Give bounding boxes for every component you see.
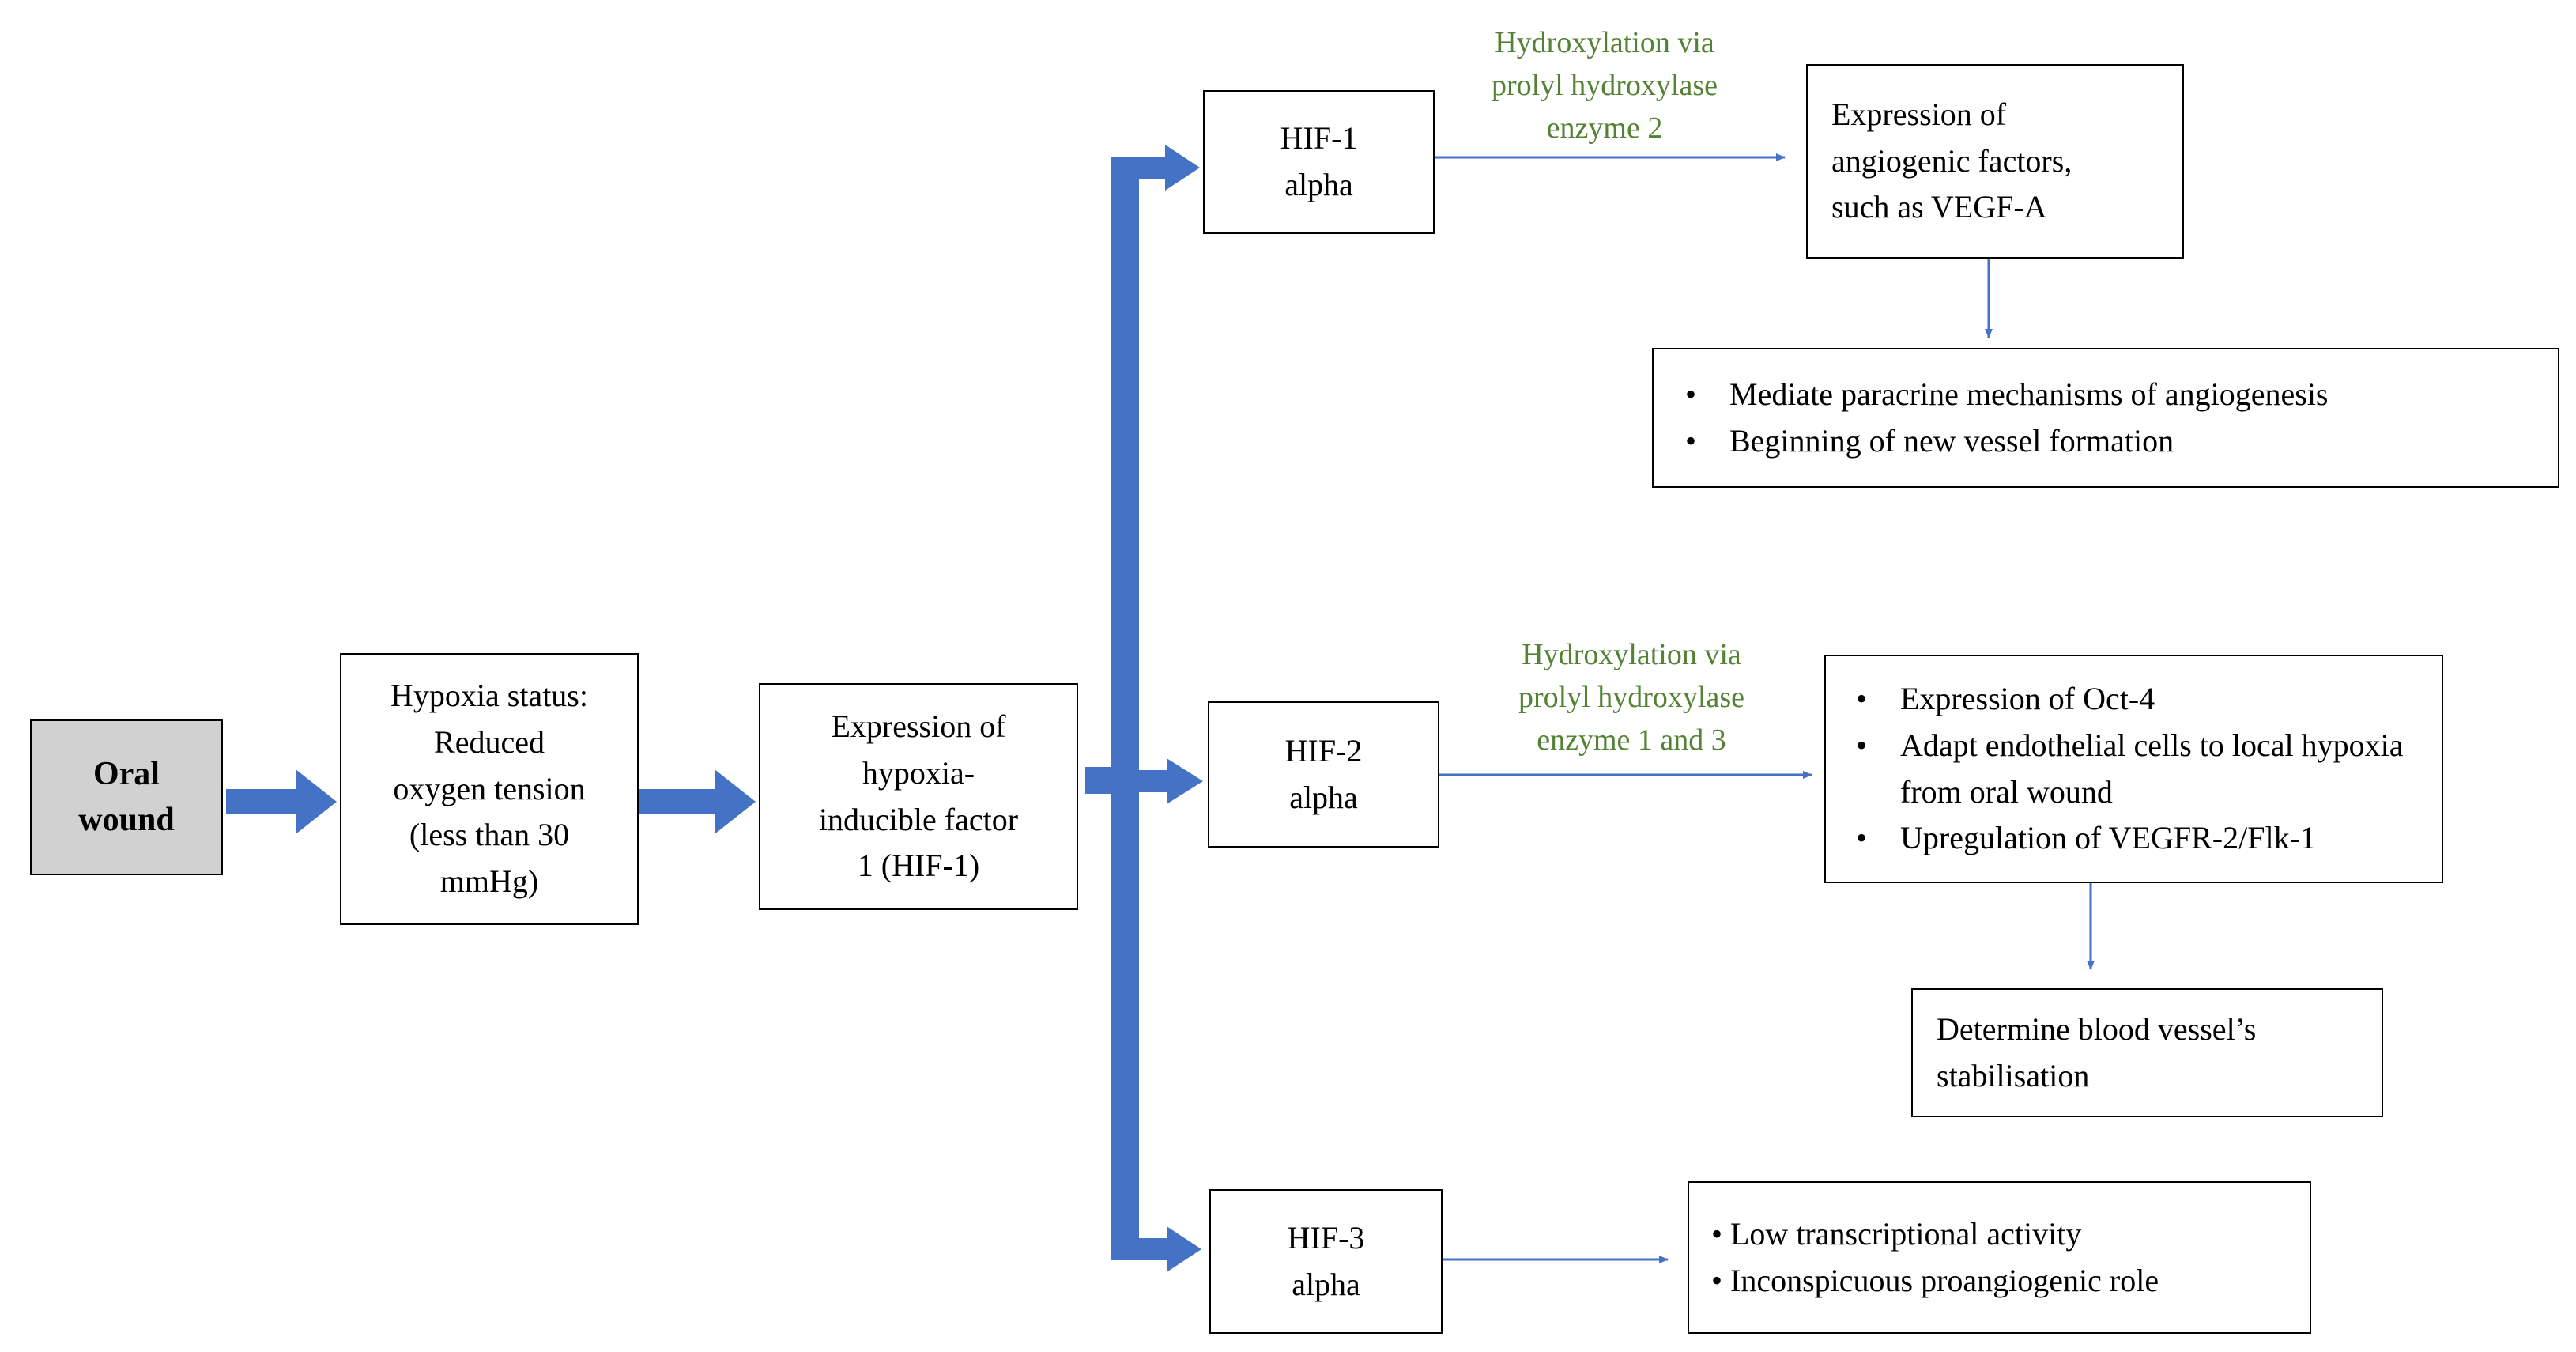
text-line: enzyme 2 bbox=[1546, 111, 1663, 145]
branch-arrow-hif2-alpha bbox=[1139, 758, 1203, 804]
text-line: alpha bbox=[1292, 1266, 1360, 1302]
hif2-path-label: Hydroxylation via prolyl hydroxylase enzym… bbox=[1465, 634, 1797, 762]
text-line: Hydroxylation via bbox=[1522, 638, 1741, 671]
text-line: enzyme 1 and 3 bbox=[1537, 723, 1726, 757]
text-line: Expression of bbox=[1831, 96, 2007, 132]
text-line: Hydroxylation via bbox=[1495, 26, 1714, 59]
bullet-item: Beginning of new vessel formation bbox=[1671, 418, 2329, 465]
text-line: alpha bbox=[1289, 779, 1358, 815]
hif1-alpha-box: HIF-1 alpha bbox=[1203, 90, 1435, 234]
text-line: angiogenic factors, bbox=[1831, 142, 2072, 179]
bullet-item: Expression of Oct-4 bbox=[1842, 676, 2442, 723]
text-line: Oral bbox=[93, 755, 160, 792]
text-line: mmHg) bbox=[439, 863, 539, 900]
text-line: prolyl hydroxylase bbox=[1491, 68, 1718, 102]
oct4-bullet-list: Expression of Oct-4Adapt endothelial cel… bbox=[1842, 676, 2442, 862]
branch-trunk bbox=[1111, 157, 1139, 1260]
text-line: stabilisation bbox=[1937, 1057, 2090, 1093]
text-line: HIF-3 bbox=[1287, 1219, 1365, 1256]
bullet-item: Inconspicuous proangiogenic role bbox=[1699, 1258, 2159, 1305]
low-activity-bullet-list: Low transcriptional activityInconspicuou… bbox=[1699, 1211, 2159, 1305]
text-line: such as VEGF-A bbox=[1831, 189, 2047, 225]
text-line: HIF-1 bbox=[1280, 120, 1358, 157]
text-line: Reduced bbox=[434, 723, 545, 760]
low-activity-box: Low transcriptional activityInconspicuou… bbox=[1688, 1181, 2311, 1334]
oral-wound-box: Oral wound bbox=[30, 719, 223, 875]
text-line: Determine blood vessel’s bbox=[1937, 1010, 2257, 1047]
oct4-box: Expression of Oct-4Adapt endothelial cel… bbox=[1824, 655, 2443, 883]
hif1-path-label: Hydroxylation via prolyl hydroxylase enzym… bbox=[1439, 22, 1771, 150]
text-line: prolyl hydroxylase bbox=[1518, 680, 1744, 714]
block-arrow-oral-to-hypoxia bbox=[226, 769, 337, 834]
text-line: wound bbox=[78, 801, 175, 838]
text-line: Hypoxia status: bbox=[390, 678, 588, 713]
bullet-item: Upregulation of VEGFR-2/Flk-1 bbox=[1842, 815, 2442, 862]
branch-stub-from-hif1 bbox=[1085, 767, 1139, 794]
angiogenic-factors-box: Expression of angiogenic factors, such as … bbox=[1806, 64, 2184, 259]
text-line: alpha bbox=[1284, 167, 1353, 202]
bullet-item: Low transcriptional activity bbox=[1699, 1211, 2159, 1258]
stabilisation-box: Determine blood vessel’s stabilisation bbox=[1911, 988, 2383, 1117]
hypoxia-status-box: Hypoxia status: Reduced oxygen tension (les… bbox=[340, 653, 639, 925]
hif2-alpha-box: HIF-2 alpha bbox=[1208, 701, 1439, 848]
bullet-item: Mediate paracrine mechanisms of angiogen… bbox=[1671, 372, 2329, 418]
hif3-alpha-box: HIF-3 alpha bbox=[1209, 1189, 1443, 1334]
text-line: 1 (HIF-1) bbox=[857, 848, 980, 884]
text-line: oxygen tension bbox=[393, 770, 586, 806]
text-line: inducible factor bbox=[818, 801, 1019, 837]
text-line: Expression of bbox=[831, 708, 1006, 744]
paracrine-bullet-list: Mediate paracrine mechanisms of angiogen… bbox=[1671, 372, 2329, 465]
hif1-expression-box: Expression of hypoxia-inducible factor 1 (… bbox=[759, 683, 1078, 910]
paracrine-box: Mediate paracrine mechanisms of angiogen… bbox=[1652, 348, 2559, 488]
bullet-item: Adapt endothelial cells to local hypoxia… bbox=[1842, 723, 2442, 816]
text-line: HIF-2 bbox=[1284, 732, 1363, 769]
text-line: hypoxia- bbox=[862, 754, 975, 791]
block-arrow-hypoxia-to-hif1 bbox=[639, 769, 756, 834]
text-line: (less than 30 bbox=[409, 817, 570, 853]
branch-arrow-hif3-alpha bbox=[1111, 1226, 1201, 1272]
branch-arrow-hif1-alpha bbox=[1111, 145, 1200, 191]
